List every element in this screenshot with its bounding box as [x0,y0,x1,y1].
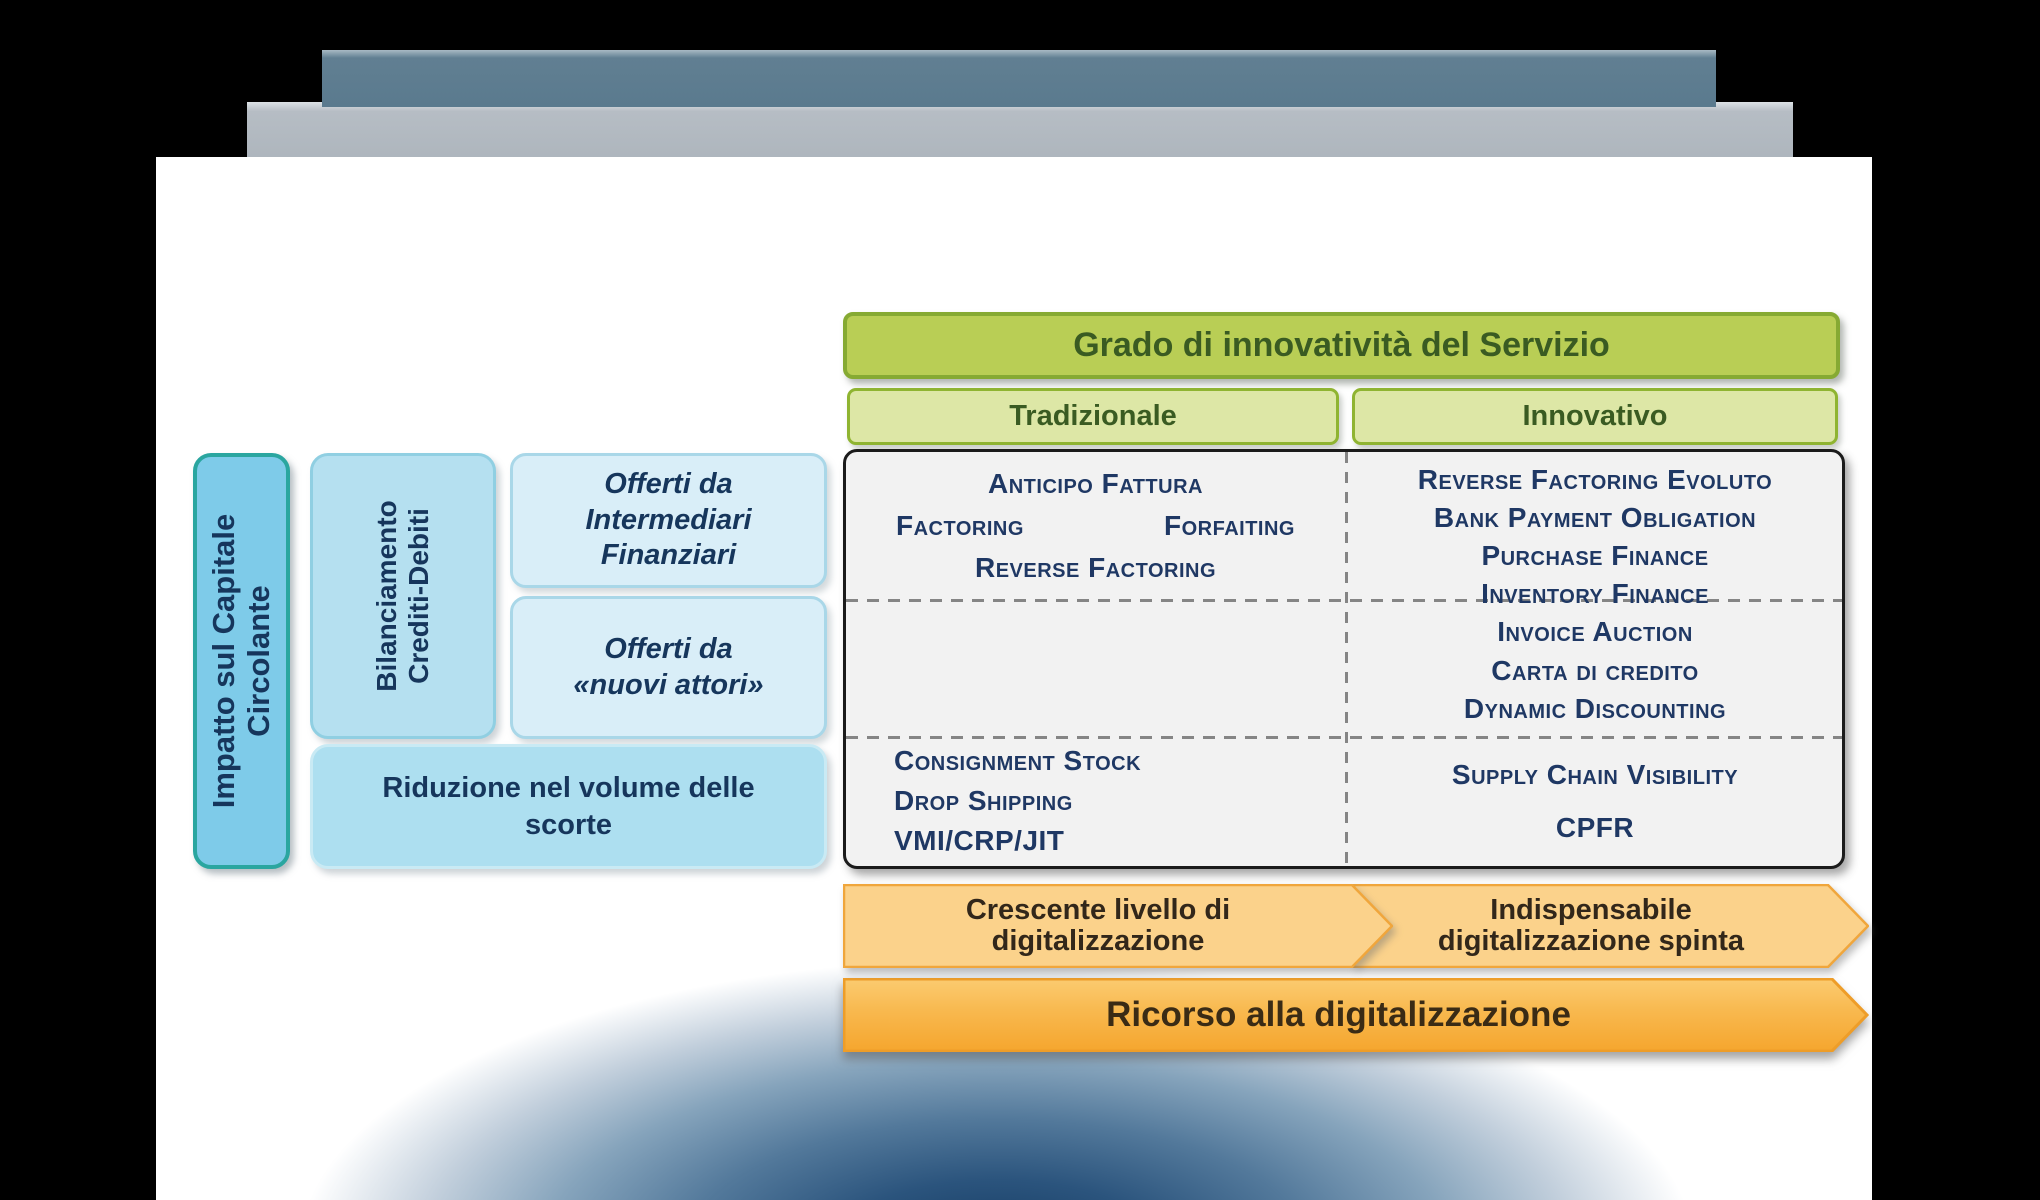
digitalization-arrow-left-label: Crescente livello di digitalizzazione [965,893,1231,957]
digitalization-axis-label: Ricorso alla digitalizzazione [1106,995,1571,1035]
digitalization-axis-arrow: Ricorso alla digitalizzazione [843,978,1869,1052]
matrix-item: Reverse Factoring Evoluto [1417,463,1773,495]
innovation-axis-title: Grado di innovatività del Servizio [843,312,1840,379]
matrix-item: Invoice Auction [1497,616,1693,648]
matrix-item: Forfaiting [1164,509,1295,541]
matrix-item: VMI/CRP/JIT [894,825,1065,857]
matrix-cell-innovative-financial: Reverse Factoring Evoluto Bank Payment O… [1348,452,1842,736]
row-balance-label: Bilanciamento Crediti-Debiti [370,500,434,692]
matrix-cell-traditional-inventory: Consignment Stock Drop Shipping VMI/CRP/… [846,736,1345,866]
matrix-item: Reverse Factoring [974,551,1217,583]
impact-axis-label-box: Impatto sul Capitale Circolante [193,453,290,869]
impact-axis-label: Impatto sul Capitale Circolante [205,513,276,809]
matrix-item: CPFR [1555,811,1635,843]
matrix-item: Purchase Finance [1481,540,1709,572]
matrix-item: Carta di credito [1491,654,1699,686]
matrix-row-divider-2 [846,736,1842,739]
row-balance-box: Bilanciamento Crediti-Debiti [310,453,496,739]
matrix-cell-traditional-financial: Anticipo Fattura Factoring Forfaiting Re… [846,452,1345,599]
digitalization-arrow-right-label: Indispensabile digitalizzazione spinta [1437,893,1745,957]
services-matrix: Anticipo Fattura Factoring Forfaiting Re… [843,449,1845,869]
row-inventory-reduction: Riduzione nel volume delle scorte [310,744,827,869]
subrow-offered-by-intermediaries: Offerti da Intermediari Finanziari [510,453,827,588]
matrix-cell-innovative-inventory: Supply Chain Visibility CPFR [1348,736,1842,866]
matrix-item: Bank Payment Obligation [1433,501,1757,533]
matrix-item: Consignment Stock [894,745,1142,777]
matrix-item: Inventory Finance [1481,578,1709,610]
subrow-offered-by-new-actors: Offerti da «nuovi attori» [510,596,827,739]
deck-top-bar [322,50,1716,107]
slide-page: Impatto sul Capitale Circolante Bilancia… [156,157,1872,1200]
matrix-item: Factoring [896,509,1024,541]
matrix-row-divider-1 [846,599,1842,602]
matrix-item: Drop Shipping [894,785,1073,817]
digitalization-arrow-left: Crescente livello di digitalizzazione [843,884,1393,968]
digitalization-arrow-right: Indispensabile digitalizzazione spinta [1353,884,1869,968]
column-header-innovativo: Innovativo [1352,388,1838,445]
column-header-tradizionale: Tradizionale [847,388,1339,445]
matrix-item: Dynamic Discounting [1463,692,1727,724]
matrix-item: Anticipo Fattura [988,467,1203,499]
matrix-column-divider [1345,452,1348,866]
matrix-item: Supply Chain Visibility [1451,758,1739,790]
